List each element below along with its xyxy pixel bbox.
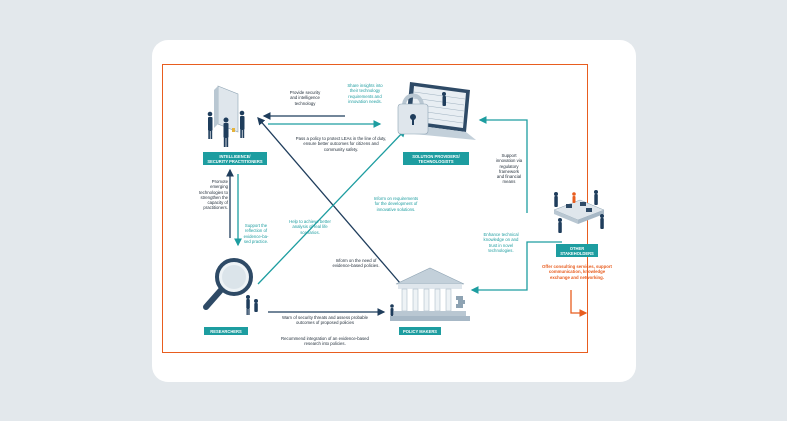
label-support-reflection: Support the reflection of evidence-ba- s… — [243, 223, 269, 244]
intelligence-practitioners-illustration — [207, 85, 245, 147]
label-pass-policy: Pass a policy to protect LEAs in the lin… — [295, 136, 387, 152]
label-recommend: Recommend integration of an evidence-bas… — [281, 336, 369, 347]
label-warn-threats: Warn of security threats and assess prob… — [281, 315, 369, 326]
padlock-laptop-illustration — [397, 82, 476, 140]
label-enhance-technical: Enhance technical knowledge on and trust… — [483, 232, 519, 253]
label-share-insights: Share insights into their technology req… — [347, 83, 383, 104]
magnifier-illustration — [203, 258, 258, 315]
node-other-stakeholders: OTHER STAKEHOLDERS — [556, 244, 598, 257]
arrow-inform-requirements — [257, 129, 406, 285]
label-inform-requirements: Inform on requirements for the developme… — [373, 196, 419, 212]
stakeholders-meeting-illustration — [553, 190, 605, 233]
arrow-support-innovation — [478, 116, 528, 213]
label-provide-security: Provide security and intelligence techno… — [289, 90, 321, 106]
label-help-achieve: Help to achieve better analysis of real … — [289, 219, 331, 235]
node-policy-makers: POLICY MAKERS — [399, 327, 441, 335]
node-solution-providers: SOLUTION PROVIDERS/ TECHNOLOGISTS — [403, 152, 469, 165]
label-support-innovation: Support innovation via regulatory framew… — [495, 153, 523, 185]
label-inform-need: Inform on the need of evidence-based pol… — [332, 258, 380, 269]
arrow-pass-policy — [257, 117, 401, 284]
arrow-enhance-technical — [470, 241, 562, 294]
label-other-offer: Offer consulting services, support commu… — [542, 264, 612, 280]
node-researchers: RESEARCHERS — [204, 327, 248, 335]
node-intelligence-practitioners: INTELLIGENCE/ SECURITY PRACTITIONERS — [203, 152, 267, 165]
government-building-illustration — [390, 267, 470, 321]
label-promote-emerging: Promote emerging technologies to strengt… — [199, 179, 228, 211]
arrow-other-stakeholders — [570, 290, 588, 317]
